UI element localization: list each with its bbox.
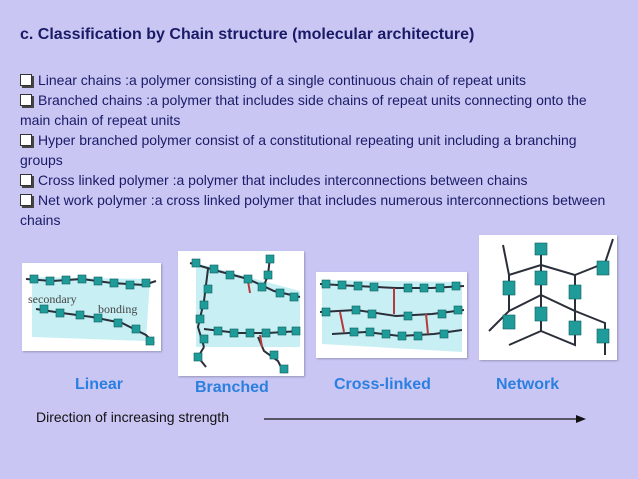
bullet-text: Linear chains :a polymer consisting of a… (38, 72, 526, 88)
checkbox-icon (20, 174, 32, 186)
bullet-item: Net work polymer :a cross linked polymer… (20, 190, 620, 230)
network-polymer-figure (479, 235, 617, 360)
secondary-label: secondary (28, 292, 77, 306)
cross-linked-polymer-diagram (319, 279, 465, 352)
bullet-item: Linear chains :a polymer consisting of a… (20, 70, 620, 90)
cross-linked-polymer-figure (316, 272, 467, 358)
branched-polymer-diagram (189, 254, 301, 374)
bullet-text: Branched chains :a polymer that includes… (20, 92, 587, 128)
direction-label: Direction of increasing strength (36, 409, 229, 425)
caption-cross-linked: Cross-linked (334, 376, 431, 393)
bullet-list: Linear chains :a polymer consisting of a… (20, 70, 620, 230)
network-polymer-diagram (488, 238, 614, 355)
bullet-text: Cross linked polymer :a polymer that inc… (38, 172, 528, 188)
caption-linear: Linear (75, 376, 124, 393)
linear-polymer-figure: secondary bonding (22, 263, 161, 351)
caption-network: Network (496, 376, 560, 393)
bullet-text: Hyper branched polymer consist of a cons… (20, 132, 577, 168)
bullet-item: Branched chains :a polymer that includes… (20, 90, 620, 130)
checkbox-icon (20, 94, 32, 106)
caption-branched: Branched (195, 379, 269, 396)
branched-polymer-figure (178, 251, 304, 376)
bullet-item: Cross linked polymer :a polymer that inc… (20, 170, 620, 190)
linear-polymer-diagram: secondary bonding (25, 274, 157, 346)
slide-title: c. Classification by Chain structure (mo… (20, 26, 475, 43)
checkbox-icon (20, 74, 32, 86)
checkbox-icon (20, 194, 32, 206)
bullet-item: Hyper branched polymer consist of a cons… (20, 130, 620, 170)
arrow-right-icon (264, 415, 586, 423)
bullet-text: Net work polymer :a cross linked polymer… (20, 192, 606, 228)
bonding-label: bonding (98, 302, 137, 316)
checkbox-icon (20, 134, 32, 146)
